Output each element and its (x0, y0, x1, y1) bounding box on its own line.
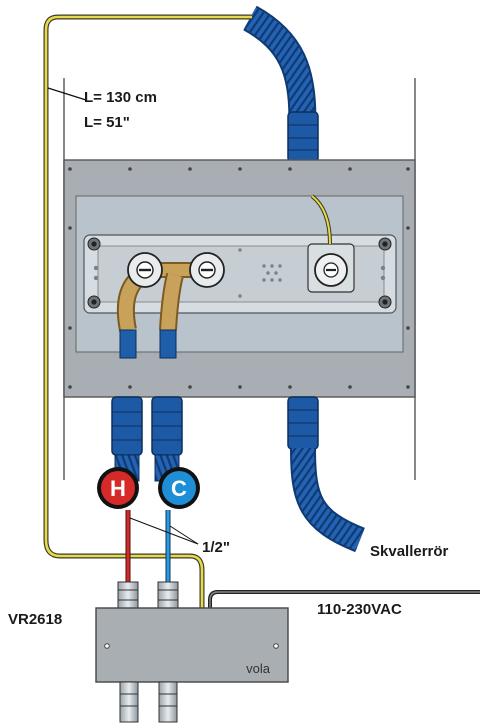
valve-right (307, 243, 355, 293)
lower-fittings (119, 681, 178, 723)
overflow-hose-top (242, 5, 317, 131)
voltage-label: 110-230VAC (317, 601, 402, 618)
cable-length-in: L= 51" (84, 114, 130, 131)
control-unit (95, 607, 289, 683)
connector-cold (151, 396, 183, 456)
cold-badge: C (158, 467, 200, 509)
overflow-hose-bottom (290, 447, 366, 553)
hot-badge: H (97, 467, 139, 509)
cable-length-cm: L= 130 cm (84, 89, 157, 106)
connector-hot (111, 396, 143, 456)
cold-badge-label: C (171, 476, 187, 501)
connector-overflow (287, 396, 319, 450)
inlet-stubs (119, 329, 177, 359)
plate-corner-bolts (87, 237, 392, 309)
valve-middle (189, 252, 225, 288)
pipe-size-leader-1 (129, 517, 199, 545)
length-leader (47, 87, 87, 101)
hot-badge-label: H (110, 476, 126, 501)
valve-left (127, 252, 163, 288)
pipe-size-label: 1/2" (202, 539, 230, 556)
upper-fittings (117, 581, 179, 611)
overflow-pipe-label: Skvallerrör (370, 543, 449, 560)
pipe-size-leader-2 (169, 525, 199, 545)
brand-logo: vola (246, 661, 271, 676)
model-label: VR2618 (8, 611, 62, 628)
box-screws (68, 167, 410, 389)
hose-connector-top (287, 111, 319, 163)
plate-holes (93, 248, 386, 298)
